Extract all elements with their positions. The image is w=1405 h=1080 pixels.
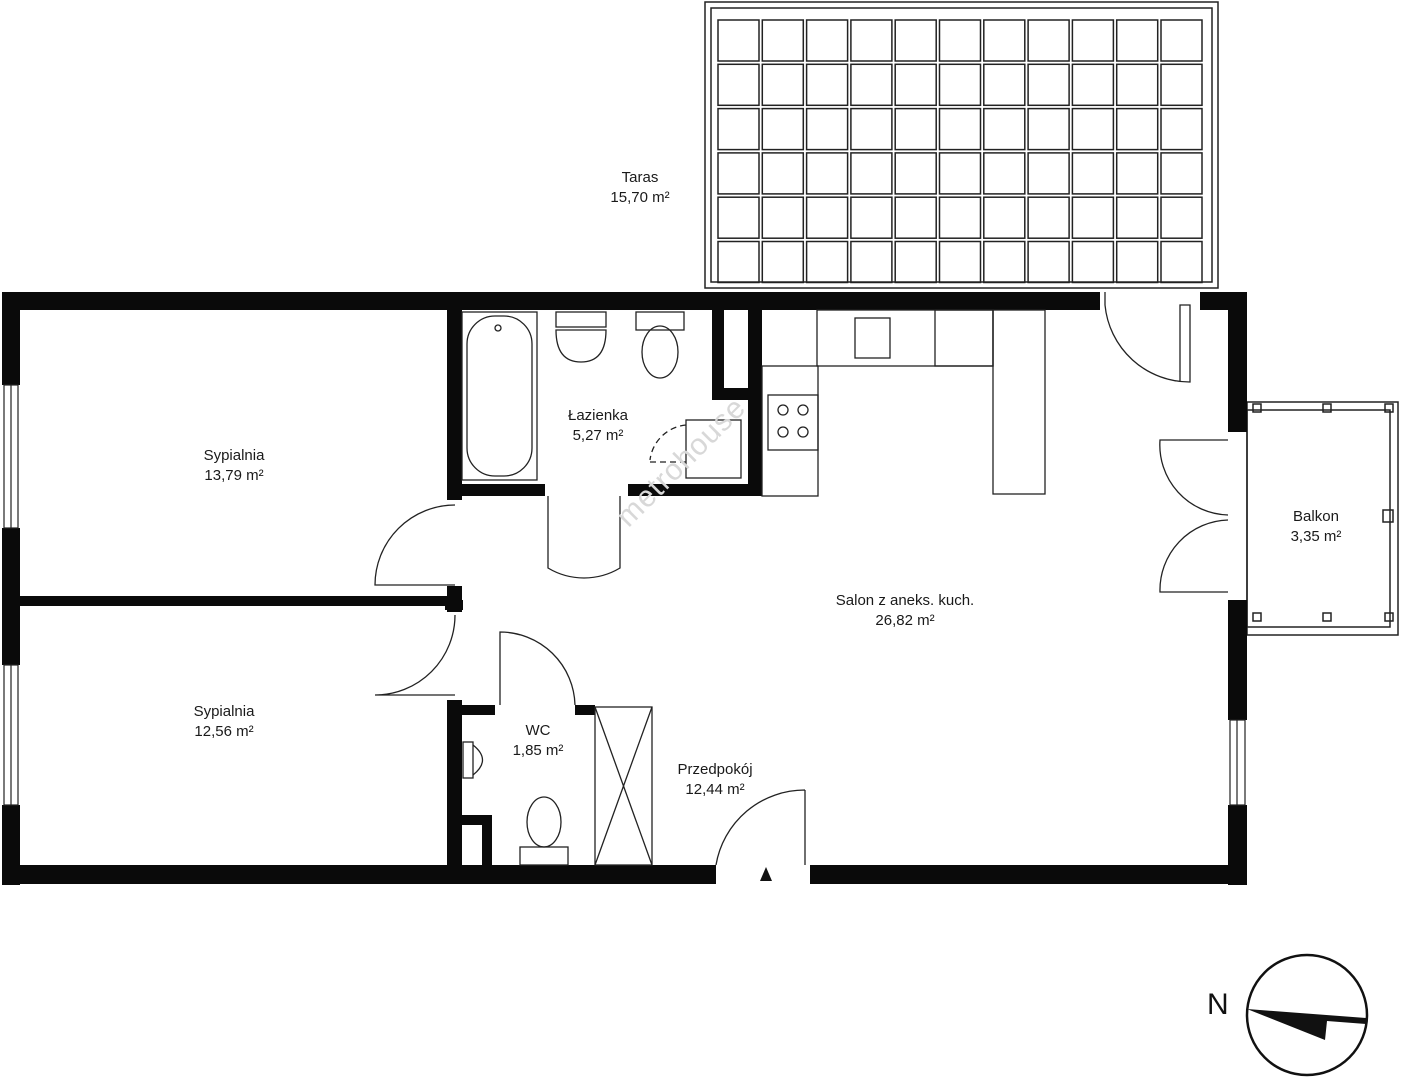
compass-north-label: N [1207, 988, 1229, 1021]
terrace-tile [850, 240, 893, 284]
terrace-tile [1027, 19, 1070, 62]
terrace-tile [983, 63, 1026, 107]
terrace-tile [761, 240, 805, 284]
terrace-tile [1115, 152, 1159, 195]
terrace-tile [938, 196, 982, 239]
washing-machine [685, 419, 742, 479]
terrace-tile [1160, 63, 1203, 107]
terrace-tile [1027, 152, 1070, 195]
terrace-tile [894, 19, 937, 62]
terrace-tile [1115, 107, 1159, 151]
terrace-tile [717, 63, 760, 107]
terrace-tile [717, 196, 760, 239]
terrace-tile [1027, 240, 1070, 284]
doors [374, 292, 1229, 866]
fixtures [461, 309, 1046, 866]
terrace-tile [1115, 63, 1159, 107]
compass-icon [1245, 953, 1369, 1077]
terrace-tile [850, 63, 893, 107]
terrace-tile [894, 240, 937, 284]
stove [767, 394, 819, 451]
terrace-tile [983, 107, 1026, 151]
kitchen-counter [816, 309, 994, 367]
terrace-tile [805, 240, 849, 284]
terrace-tile [805, 63, 849, 107]
terrace-tile [1027, 63, 1070, 107]
terrace-tile [894, 152, 937, 195]
terrace-tile [717, 240, 760, 284]
terrace-tile [850, 107, 893, 151]
terrace-tile [850, 152, 893, 195]
terrace-tile [983, 19, 1026, 62]
windows [3, 384, 1246, 806]
terrace-tile [761, 107, 805, 151]
terrace-tile [1027, 196, 1070, 239]
terrace-tile [1115, 19, 1159, 62]
terrace-tile [1160, 196, 1203, 239]
terrace-tile [1071, 196, 1115, 239]
terrace-tile [1160, 19, 1203, 62]
terrace-tile [938, 152, 982, 195]
kitchen-sink [854, 317, 891, 359]
terrace-tile [1071, 63, 1115, 107]
terrace-tile [1071, 107, 1115, 151]
terrace-tile [717, 152, 760, 195]
terrace-tile [1160, 152, 1203, 195]
terrace-tile [938, 63, 982, 107]
terrace-tile [761, 196, 805, 239]
terrace-tile [805, 107, 849, 151]
terrace-tile [761, 19, 805, 62]
balcony [1246, 401, 1399, 636]
terrace-tile [983, 152, 1026, 195]
terrace-tile [894, 63, 937, 107]
terrace-tile [938, 240, 982, 284]
walls [2, 292, 1247, 885]
terrace-tile [805, 196, 849, 239]
terrace-tile [938, 107, 982, 151]
kitchen-island [992, 309, 1046, 495]
toilet [635, 311, 685, 331]
terrace-tile [1115, 196, 1159, 239]
terrace-tile [1071, 19, 1115, 62]
terrace-tile [938, 19, 982, 62]
terrace-tile [983, 196, 1026, 239]
terrace-tile [717, 19, 760, 62]
wc-toilet [519, 846, 569, 866]
bathroom-sink [555, 311, 607, 328]
terrace-tile [1115, 240, 1159, 284]
bathtub [461, 311, 538, 481]
wc-sink [462, 741, 474, 779]
terrace-tile [805, 152, 849, 195]
terrace-tile [894, 196, 937, 239]
terrace [704, 1, 1219, 289]
terrace-tile [1071, 152, 1115, 195]
terrace-tile [983, 240, 1026, 284]
room-label-living-room: Salon z aneks. kuch.26,82 m² [835, 592, 975, 629]
terrace-tile [894, 107, 937, 151]
terrace-tile [761, 63, 805, 107]
terrace-tile [850, 196, 893, 239]
wardrobe [594, 706, 653, 866]
terrace-tile [850, 19, 893, 62]
terrace-tile [761, 152, 805, 195]
terrace-tile [1160, 107, 1203, 151]
terrace-tile [1027, 107, 1070, 151]
terrace-tile [717, 107, 760, 151]
terrace-tile [1071, 240, 1115, 284]
entrance-arrow-icon [760, 867, 772, 881]
terrace-tile [805, 19, 849, 62]
terrace-tile [1160, 240, 1203, 284]
